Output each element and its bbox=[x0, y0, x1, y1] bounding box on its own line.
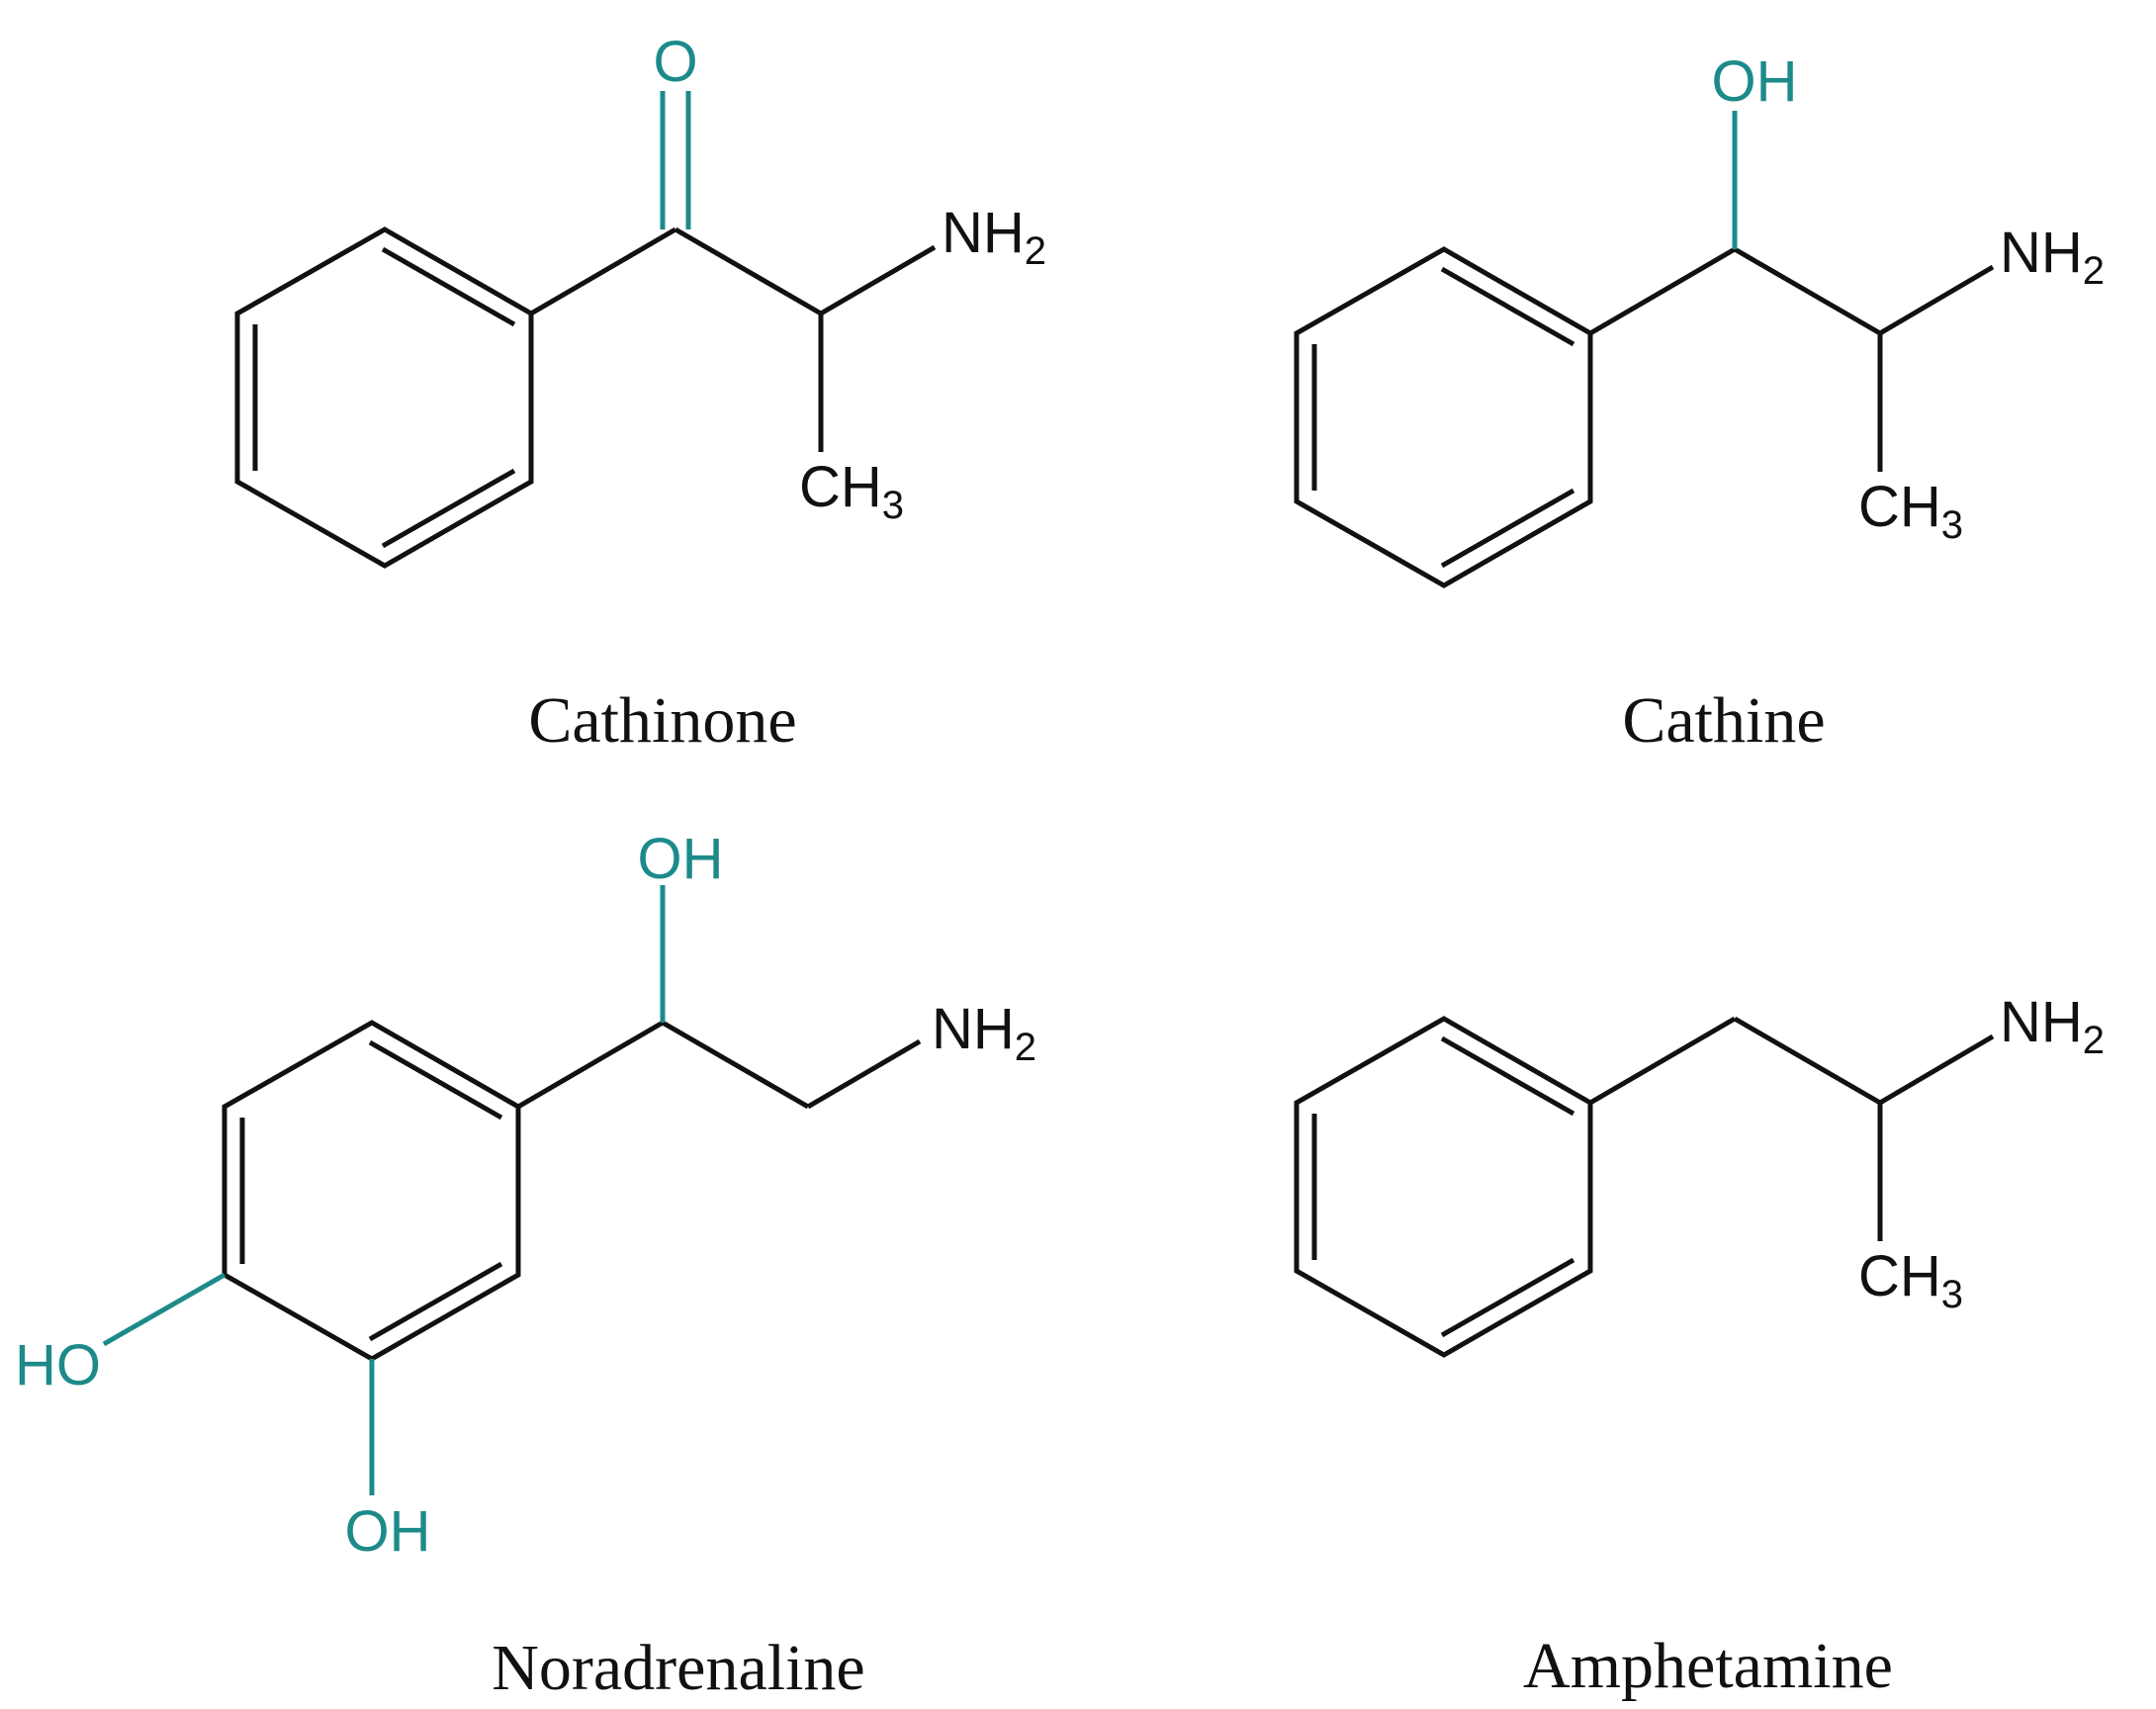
amine-label: NH2 bbox=[932, 997, 1036, 1069]
side-hydroxyl-label: OH bbox=[638, 827, 724, 891]
molecule-cathine: OH NH2 CH3 Cathine bbox=[1294, 49, 2105, 757]
side-chain bbox=[516, 1020, 922, 1110]
side-chain bbox=[529, 226, 937, 452]
benzene-ring bbox=[234, 226, 534, 569]
molecule-cathinone: O NH2 CH3 Cathinone bbox=[234, 30, 1046, 757]
ring-ho-bond bbox=[102, 1272, 226, 1347]
ring-ho-label: HO bbox=[15, 1333, 101, 1397]
side-chain bbox=[1588, 1016, 1995, 1241]
methyl-label: CH3 bbox=[799, 455, 904, 527]
molecule-name-cathine: Cathine bbox=[1622, 684, 1825, 757]
carbonyl-bond bbox=[660, 91, 691, 229]
molecule-name-noradrenaline: Noradrenaline bbox=[492, 1632, 864, 1704]
amine-label: NH2 bbox=[942, 201, 1046, 273]
benzene-ring bbox=[222, 1020, 521, 1362]
molecule-name-cathinone: Cathinone bbox=[528, 684, 796, 757]
molecule-noradrenaline: OH NH2 HO OH Noradrenaline bbox=[15, 827, 1036, 1704]
ring-oh-label: OH bbox=[345, 1499, 431, 1564]
molecule-name-amphetamine: Amphetamine bbox=[1523, 1630, 1893, 1702]
side-chain bbox=[1588, 246, 1995, 472]
benzene-ring bbox=[1294, 1016, 1593, 1358]
molecule-amphetamine: NH2 CH3 Amphetamine bbox=[1294, 990, 2105, 1702]
methyl-label: CH3 bbox=[1858, 1244, 1963, 1316]
amine-label: NH2 bbox=[2000, 990, 2105, 1062]
methyl-label: CH3 bbox=[1858, 475, 1963, 547]
amine-label: NH2 bbox=[2000, 221, 2105, 293]
carbonyl-oxygen-label: O bbox=[653, 30, 697, 94]
benzene-ring bbox=[1294, 246, 1593, 588]
hydroxyl-label: OH bbox=[1712, 49, 1798, 114]
